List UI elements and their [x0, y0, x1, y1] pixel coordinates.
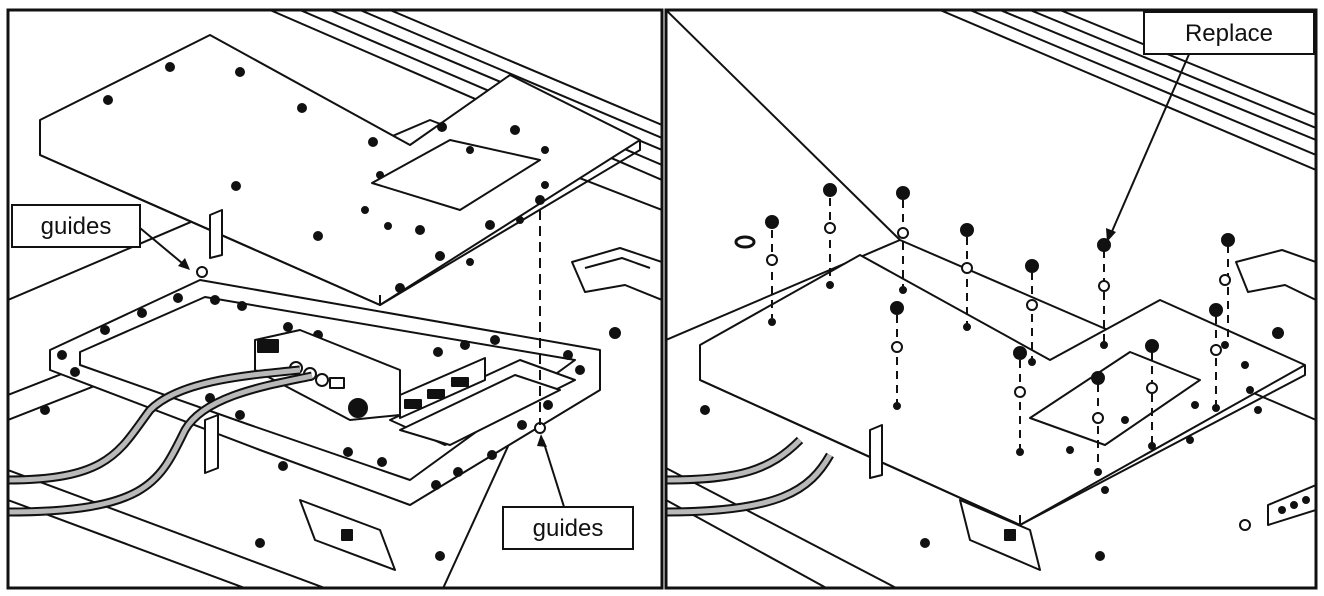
plate-holes-right — [1066, 361, 1262, 494]
screw — [823, 183, 837, 289]
screw — [960, 223, 974, 331]
screw — [1145, 339, 1159, 450]
washer — [734, 235, 756, 249]
screw — [1013, 346, 1027, 456]
screw — [1025, 259, 1039, 366]
callout-guides-left: guides — [11, 204, 190, 270]
screw — [1091, 371, 1105, 476]
cables — [8, 365, 313, 517]
right-panel — [666, 10, 1316, 588]
left-panel-border — [6, 8, 664, 590]
screw — [1209, 303, 1223, 412]
screw — [890, 301, 904, 410]
left-panel — [8, 10, 662, 588]
callout-guides-bottom: guides — [502, 434, 634, 550]
guides-label-box-left — [11, 204, 141, 248]
guides-label-left: guides — [41, 213, 112, 240]
guides-label-box-bottom — [502, 506, 634, 550]
screw — [896, 186, 910, 294]
replace-label: Replace — [1185, 20, 1273, 47]
screws — [734, 183, 1235, 476]
top-plate-left — [39, 34, 641, 425]
screw — [765, 215, 779, 326]
top-plate-holes-left — [103, 62, 549, 293]
installed-plate — [699, 254, 1306, 526]
guide-pins — [196, 266, 546, 474]
guides-label-bottom: guides — [533, 515, 604, 542]
cables-right — [666, 436, 834, 517]
screw — [1219, 233, 1235, 349]
screw — [1097, 238, 1111, 349]
right-panel-border — [664, 8, 1318, 590]
replace-label-box — [1143, 11, 1315, 55]
callout-replace: Replace — [1106, 11, 1315, 242]
